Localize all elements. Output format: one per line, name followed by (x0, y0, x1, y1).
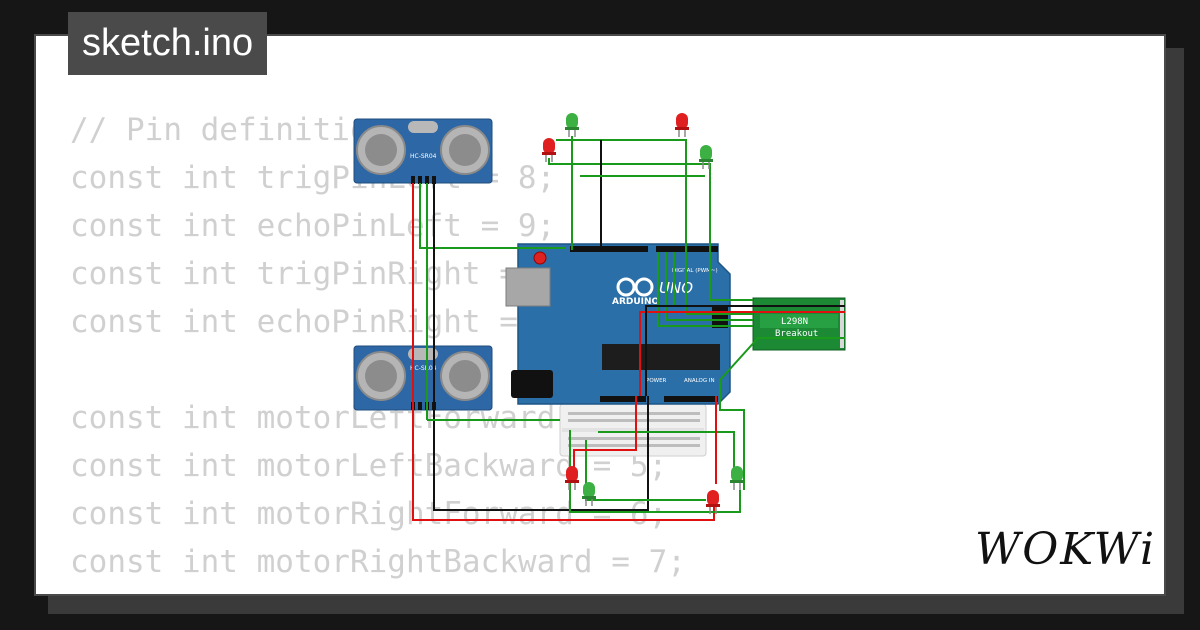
arduino-model-label: UNO (659, 279, 693, 297)
arduino-brand-label: ARDUINO (612, 297, 660, 307)
wire-green (598, 431, 735, 478)
wire-black (433, 183, 649, 511)
led-red-icon (675, 113, 689, 137)
code-line: const int motorRightBackward = 7; (70, 544, 686, 580)
wire-green (719, 337, 845, 490)
usb-port (505, 267, 551, 307)
file-name-tag: sketch.ino (68, 12, 268, 75)
wire-green (556, 139, 753, 315)
ultrasonic-sensor-bottom: HC-SR04 (353, 345, 493, 411)
led-red-icon (565, 466, 579, 490)
led-green-icon (565, 113, 579, 137)
wire-red (412, 183, 715, 521)
power-jack (511, 370, 553, 398)
driver-label-line1: L298N (781, 317, 808, 327)
led-red-icon (706, 490, 720, 514)
code-line: const int motorLeftBackward = 5; (70, 448, 668, 484)
digital-header-label: DIGITAL (PWM~) (672, 268, 718, 274)
wire-green (548, 158, 753, 301)
wire-green (419, 183, 566, 249)
wire-red (639, 311, 845, 396)
power-header-label: POWER (646, 378, 667, 384)
arduino-infinity-logo (616, 277, 654, 297)
analog-header-label: ANALOG IN (684, 378, 715, 384)
led-green-icon (699, 145, 713, 169)
arduino-uno-board: ARDUINO UNO DIGITAL (PWM~) POWER ANALOG … (505, 243, 731, 405)
atmega-chip (602, 344, 720, 370)
reset-button (533, 251, 547, 265)
ultrasonic-sensor-top: HC-SR04 (353, 118, 493, 184)
wire-green (657, 252, 753, 327)
led-green-icon (582, 482, 596, 506)
wokwi-logo: WOKWi (975, 524, 1157, 575)
breadboard (559, 403, 707, 457)
wires (412, 136, 845, 521)
code-line: const int motorRightForward = 6; (70, 496, 668, 532)
wire-green (665, 252, 753, 321)
wire-black (645, 305, 845, 396)
sensor-bottom-label: HC-SR04 (410, 365, 437, 372)
led-green-icon (730, 466, 744, 490)
sensor-top-label: HC-SR04 (410, 153, 437, 160)
led-red-icon (542, 138, 556, 162)
wire-red (573, 396, 637, 480)
driver-label-line2: Breakout (775, 329, 818, 339)
